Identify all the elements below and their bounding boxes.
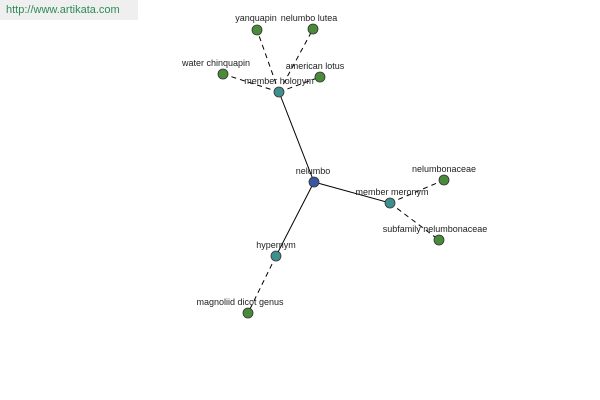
edge-hypernym-magnoliid	[247, 255, 277, 314]
edge-holonym-water-chinquapin	[222, 73, 280, 93]
leaf-label-subfamily-nelumbonaceae: subfamily nelumbonaceae	[383, 224, 488, 234]
leaf-node-nelumbonaceae[interactable]	[438, 174, 450, 186]
leaf-node-yanquapin[interactable]	[251, 24, 263, 36]
relation-node-hypernym[interactable]	[270, 250, 282, 262]
leaf-node-subfamily-nelumbonaceae[interactable]	[433, 234, 445, 246]
relation-node-meronym[interactable]	[384, 197, 396, 209]
edges-layer	[222, 28, 445, 314]
edge-holonym-yanquapin	[256, 29, 280, 93]
edge-center-meronym	[313, 181, 391, 204]
watermark: http://www.artikata.com	[0, 0, 138, 20]
leaf-label-american-lotus: american lotus	[286, 61, 345, 71]
center-node-label: nelumbo	[296, 166, 331, 176]
leaf-label-magnoliid-dicot-genus: magnoliid dicot genus	[196, 297, 284, 307]
edge-center-holonym	[278, 91, 315, 183]
center-node[interactable]	[308, 176, 320, 188]
leaf-label-yanquapin: yanquapin	[235, 13, 277, 23]
relation-node-holonym[interactable]	[273, 86, 285, 98]
leaf-label-nelumbo-lutea: nelumbo lutea	[281, 13, 338, 23]
leaf-node-magnoliid-dicot-genus[interactable]	[242, 307, 254, 319]
edge-meronym-subfamily	[389, 202, 440, 241]
edge-holonym-nelumbo-lutea	[278, 28, 314, 93]
leaf-node-water-chinquapin[interactable]	[217, 68, 229, 80]
leaf-label-nelumbonaceae: nelumbonaceae	[412, 164, 476, 174]
leaf-node-nelumbo-lutea[interactable]	[307, 23, 319, 35]
leaf-label-water-chinquapin: water chinquapin	[181, 58, 250, 68]
relation-label-hypernym: hypernym	[256, 240, 296, 250]
nodes-layer: nelumbo member holonym member meronym hy…	[181, 13, 488, 319]
leaf-node-american-lotus[interactable]	[314, 71, 326, 83]
relation-label-meronym: member meronym	[355, 187, 428, 197]
watermark-text: http://www.artikata.com	[6, 4, 120, 16]
relation-label-holonym: member holonym	[244, 76, 314, 86]
edge-center-hypernym	[275, 181, 315, 257]
edge-meronym-nelumbonaceae	[389, 179, 445, 204]
edge-holonym-american-lotus	[278, 76, 321, 93]
